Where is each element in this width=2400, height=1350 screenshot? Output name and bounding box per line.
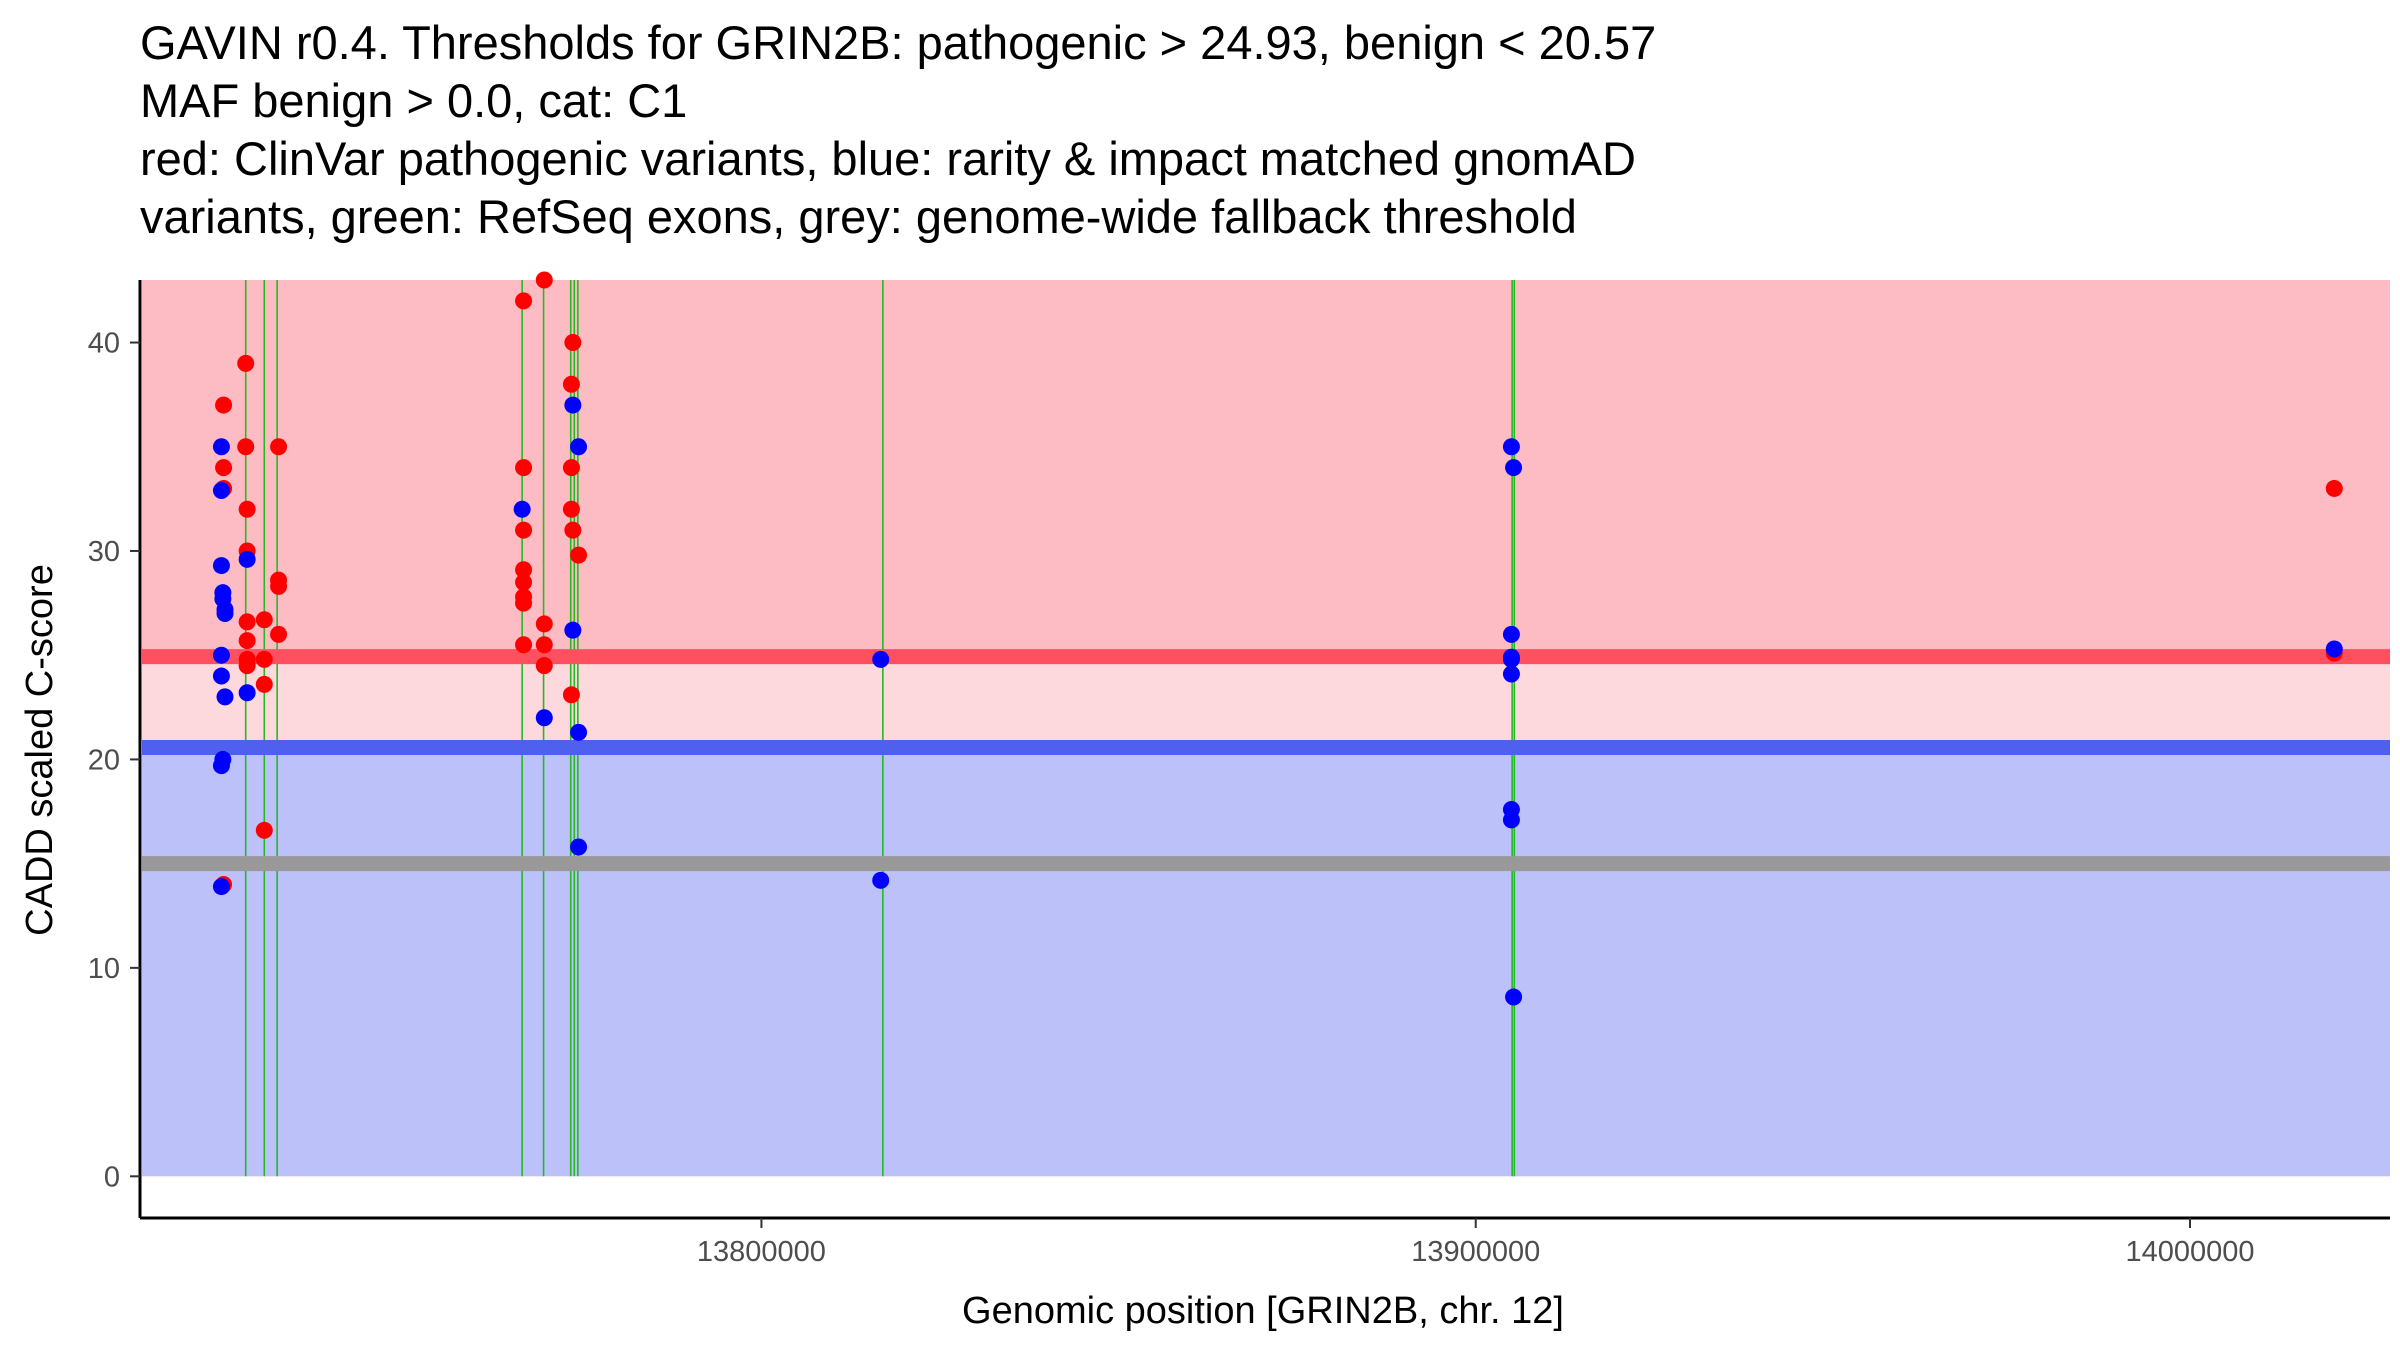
y-tick-label: 20 (88, 744, 120, 776)
title-line-3: red: ClinVar pathogenic variants, blue: … (140, 132, 1636, 185)
clinvar-point (515, 521, 533, 539)
clinvar-point (270, 438, 288, 456)
clinvar-point (2325, 479, 2343, 497)
gnomad-point (564, 396, 582, 414)
clinvar-point (535, 657, 553, 675)
exon-lines (244, 280, 1516, 1177)
clinvar-point (515, 292, 533, 310)
data-points (212, 271, 2343, 1006)
benign-zone (142, 747, 2390, 1177)
clinvar-point (535, 271, 553, 289)
x-tick-label: 13800000 (697, 1236, 826, 1268)
gnomad-point (570, 438, 588, 456)
gnomad-point (872, 650, 890, 668)
gnomad-point (2325, 640, 2343, 658)
title-line-2: MAF benign > 0.0, cat: C1 (140, 74, 688, 127)
chart-title: GAVIN r0.4. Thresholds for GRIN2B: patho… (140, 14, 1656, 246)
clinvar-point (564, 334, 582, 352)
gnomad-point (212, 482, 230, 500)
gnomad-point (1502, 665, 1520, 683)
clinvar-point (255, 821, 273, 839)
gnomad-point (216, 688, 234, 706)
clinvar-point (238, 632, 256, 650)
threshold-bands (142, 280, 2390, 1177)
clinvar-point (515, 459, 533, 477)
title-line-4: variants, green: RefSeq exons, grey: gen… (140, 190, 1577, 243)
gnomad-point (570, 723, 588, 741)
axis-ticks: 0 10 20 30 40 13800000 13900000 14000000 (88, 328, 2255, 1268)
gnomad-point (212, 667, 230, 685)
gnomad-point (238, 550, 256, 568)
gnomad-point (1502, 650, 1520, 668)
clinvar-point (562, 375, 580, 393)
gnomad-point (513, 500, 531, 518)
x-tick-label: 13900000 (1411, 1236, 1540, 1268)
intermediate-zone (142, 656, 2390, 748)
clinvar-point (562, 686, 580, 704)
axes (138, 280, 2390, 1220)
clinvar-point (535, 636, 553, 654)
gnomad-point (535, 709, 553, 727)
gnomad-point (564, 621, 582, 639)
clinvar-point (515, 594, 533, 612)
clinvar-point (270, 625, 288, 643)
y-tick-label: 40 (88, 328, 120, 360)
x-axis-title: Genomic position [GRIN2B, chr. 12] (962, 1290, 1564, 1332)
gnomad-point (570, 838, 588, 856)
clinvar-point (564, 521, 582, 539)
gnomad-point (212, 878, 230, 896)
clinvar-point (570, 546, 588, 564)
gnomad-point (1505, 459, 1523, 477)
gnomad-point (1502, 438, 1520, 456)
gnomad-point (212, 438, 230, 456)
gnomad-point (214, 750, 232, 768)
clinvar-point (237, 354, 255, 372)
clinvar-point (255, 650, 273, 668)
threshold-lines (142, 649, 2390, 872)
gnomad-point (1502, 811, 1520, 829)
clinvar-point (515, 636, 533, 654)
gnomad-point (1505, 988, 1523, 1006)
x-tick-label: 14000000 (2125, 1236, 2254, 1268)
clinvar-point (562, 459, 580, 477)
clinvar-point (515, 561, 533, 579)
gnomad-point (212, 646, 230, 664)
y-axis-title: CADD scaled C-score (19, 564, 61, 936)
y-tick-label: 30 (88, 536, 120, 568)
clinvar-point (535, 615, 553, 633)
gnomad-series (212, 396, 2343, 1006)
clinvar-point (238, 657, 256, 675)
clinvar-point (215, 396, 233, 414)
gnomad-point (216, 605, 234, 623)
y-tick-label: 10 (88, 953, 120, 985)
gnomad-point (1502, 625, 1520, 643)
clinvar-point (238, 613, 256, 631)
clinvar-point (562, 500, 580, 518)
gnomad-point (212, 557, 230, 575)
gnomad-point (872, 871, 890, 889)
clinvar-point (270, 577, 288, 595)
clinvar-point (255, 675, 273, 693)
pathogenic-zone (142, 280, 2390, 657)
clinvar-point (237, 438, 255, 456)
title-line-1: GAVIN r0.4. Thresholds for GRIN2B: patho… (140, 16, 1657, 69)
gnomad-point (238, 684, 256, 702)
clinvar-point (238, 500, 256, 518)
clinvar-point (515, 573, 533, 591)
y-tick-label: 0 (104, 1161, 120, 1193)
clinvar-point (215, 459, 233, 477)
clinvar-point (255, 611, 273, 629)
